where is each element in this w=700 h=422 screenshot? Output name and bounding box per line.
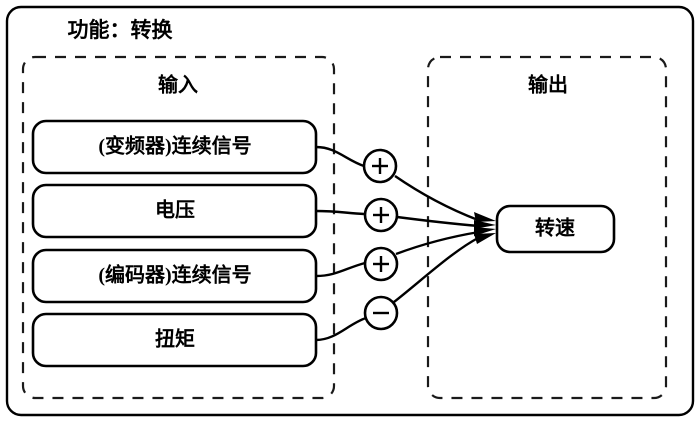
operator-node-minus-4[interactable] bbox=[363, 295, 399, 331]
link-inverter-to-op bbox=[315, 145, 365, 168]
operator-node-plus-1[interactable] bbox=[362, 148, 398, 184]
arrowhead-2 bbox=[474, 220, 496, 229]
input-node-label: (编码器)连续信号 bbox=[98, 263, 251, 287]
input-node-torque[interactable]: 扭矩 bbox=[31, 312, 318, 368]
input-node-box[interactable] bbox=[31, 119, 318, 175]
link-op2-to-output bbox=[396, 215, 480, 228]
page-title: 功能：转换 bbox=[68, 18, 174, 42]
link-op1-to-output bbox=[394, 175, 479, 222]
output-node-box[interactable] bbox=[495, 204, 616, 254]
input-panel-label: 输入 bbox=[158, 73, 198, 97]
operator-node-plus-3[interactable] bbox=[363, 246, 399, 282]
input-node-box[interactable] bbox=[31, 312, 318, 368]
output-panel bbox=[426, 55, 668, 400]
arrowhead-4 bbox=[474, 233, 496, 244]
output-node-label: 转速 bbox=[535, 216, 575, 240]
input-node-encoder-signal[interactable]: (编码器)连续信号 bbox=[31, 248, 318, 304]
link-voltage-to-op bbox=[315, 209, 365, 216]
operator-node-plus-2[interactable] bbox=[363, 197, 399, 233]
outer-frame bbox=[5, 5, 695, 417]
output-node-rotation-speed[interactable]: 转速 bbox=[495, 204, 616, 254]
arrowhead-1 bbox=[474, 212, 496, 222]
input-node-voltage[interactable]: 电压 bbox=[31, 183, 318, 239]
input-node-inverter-signal[interactable]: (变频器)连续信号 bbox=[31, 119, 318, 175]
input-node-box[interactable] bbox=[31, 183, 318, 239]
input-panel bbox=[21, 55, 336, 400]
output-panel-label: 输出 bbox=[528, 73, 568, 97]
input-node-box[interactable] bbox=[31, 248, 318, 304]
link-torque-to-op bbox=[315, 316, 367, 342]
input-node-label: (变频器)连续信号 bbox=[98, 134, 251, 158]
link-encoder-to-op bbox=[315, 261, 366, 278]
input-node-label: 扭矩 bbox=[155, 327, 195, 351]
link-op4-to-output bbox=[393, 236, 479, 303]
input-node-label: 电压 bbox=[155, 199, 195, 222]
link-op3-to-output bbox=[395, 230, 480, 256]
